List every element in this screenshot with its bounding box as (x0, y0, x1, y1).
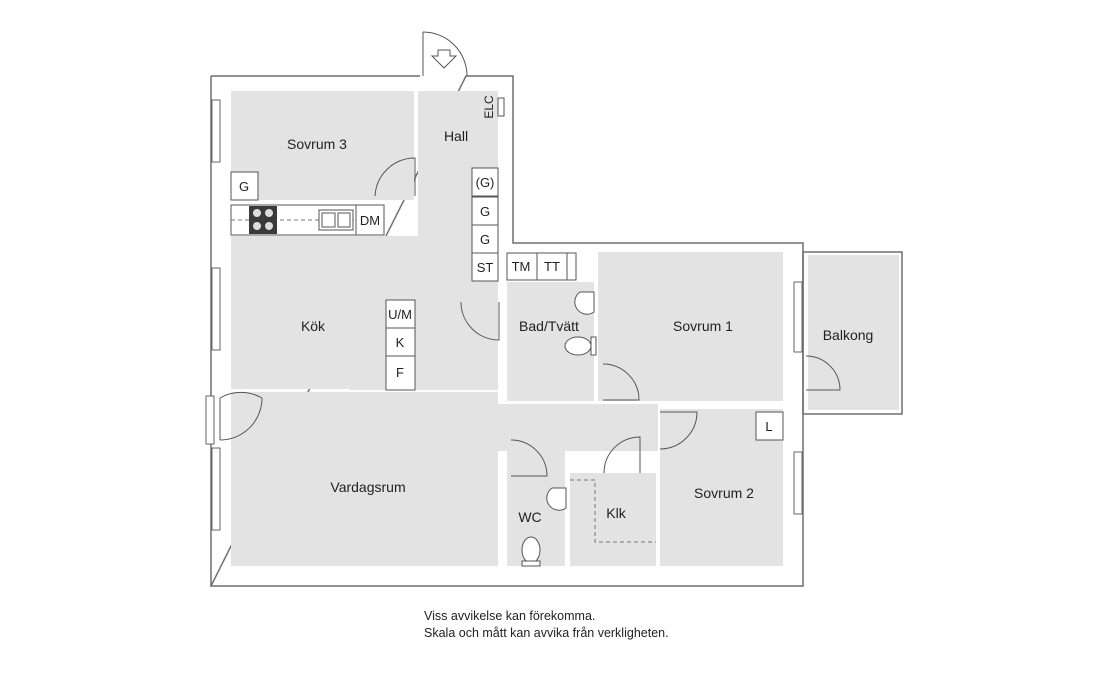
door-sovrum2 (659, 411, 698, 450)
window-sovrum1 (793, 281, 803, 353)
room-label-sovrum2: Sovrum 2 (694, 485, 754, 501)
disclaimer-line-2: Skala och mått kan avvika från verklighe… (424, 626, 669, 640)
entrance-arrow-icon (430, 49, 458, 69)
room-label-kok: Kök (301, 318, 326, 334)
closet-box-g1 (471, 196, 499, 226)
room-kok-extension (350, 281, 498, 390)
kitchen-unit-box-f (385, 355, 416, 391)
closet-box-st (471, 252, 499, 282)
disclaimer-line-1: Viss avvikelse kan förekomma. (424, 609, 596, 623)
entrance-door-swing (422, 31, 468, 77)
bath-toilet-tank (590, 336, 597, 356)
door-wc (510, 439, 548, 477)
room-klk (570, 473, 656, 566)
kitchen-unit-label-f: F (396, 365, 404, 380)
door-balcony-living (219, 391, 263, 441)
stove-burner (253, 209, 261, 217)
wardrobe-label-sovrum2: L (765, 419, 772, 434)
closet-label-g-paren: (G) (476, 175, 495, 190)
dishwasher-label: DM (360, 213, 380, 228)
kitchen-unit-box-um (385, 299, 416, 329)
dishwasher-box (355, 204, 385, 236)
washer-label: TM (512, 259, 531, 274)
closet-box-g-paren (471, 167, 499, 197)
laundry-shelf (566, 252, 577, 281)
room-label-bad: Bad/Tvätt (519, 318, 579, 334)
wardrobe-box-sovrum2 (755, 411, 784, 441)
stove-burner (265, 222, 273, 230)
door-bad (460, 301, 500, 341)
sink-basin (337, 212, 351, 228)
dryer-label: TT (544, 259, 560, 274)
room-vardagsrum (231, 392, 498, 566)
balkong-outline (802, 251, 903, 415)
wc-toilet-tank (521, 560, 541, 567)
stove-burner (265, 209, 273, 217)
room-balkong (808, 255, 899, 410)
stove-icon (249, 206, 277, 234)
room-label-hall: Hall (444, 128, 468, 144)
room-label-balkong: Balkong (823, 327, 874, 343)
room-label-sovrum3: Sovrum 3 (287, 136, 347, 152)
kitchen-unit-label-um: U/M (388, 307, 412, 322)
door-sovrum1 (602, 363, 640, 401)
washer-box (506, 252, 538, 281)
room-sovrum1 (598, 252, 783, 401)
wc-sink-icon (546, 487, 567, 511)
window-kok (211, 267, 221, 351)
room-label-wc: WC (518, 509, 541, 525)
door-sovrum3 (374, 157, 416, 197)
window-sovrum3 (211, 99, 221, 163)
stove-burner (253, 222, 261, 230)
bath-toilet-icon (564, 336, 592, 356)
wardrobe-label-sovrum3: G (239, 179, 249, 194)
closet-label-st: ST (477, 260, 494, 275)
elc-label: ELC (482, 95, 496, 119)
window-sovrum2 (793, 451, 803, 515)
room-label-sovrum1: Sovrum 1 (673, 318, 733, 334)
wc-toilet-icon (521, 536, 541, 564)
room-sovrum3 (231, 91, 414, 200)
room-label-vardagsrum: Vardagsrum (330, 479, 405, 495)
window-balcony-door (205, 395, 215, 445)
kitchen-unit-label-k: K (396, 335, 405, 350)
closet-label-g1: G (480, 204, 490, 219)
klk-dashed-shelf (570, 479, 656, 543)
door-klk (603, 436, 641, 474)
dryer-box (536, 252, 568, 281)
door-balkong (805, 355, 841, 391)
closet-box-g2 (471, 224, 499, 254)
window-vardagsrum (211, 447, 221, 531)
electrical-cabinet (497, 97, 505, 117)
room-label-klk: Klk (606, 505, 626, 521)
closet-label-g2: G (480, 232, 490, 247)
bath-sink-icon (574, 291, 595, 315)
sink-basin (321, 212, 336, 228)
wardrobe-box-sovrum3 (230, 171, 259, 201)
